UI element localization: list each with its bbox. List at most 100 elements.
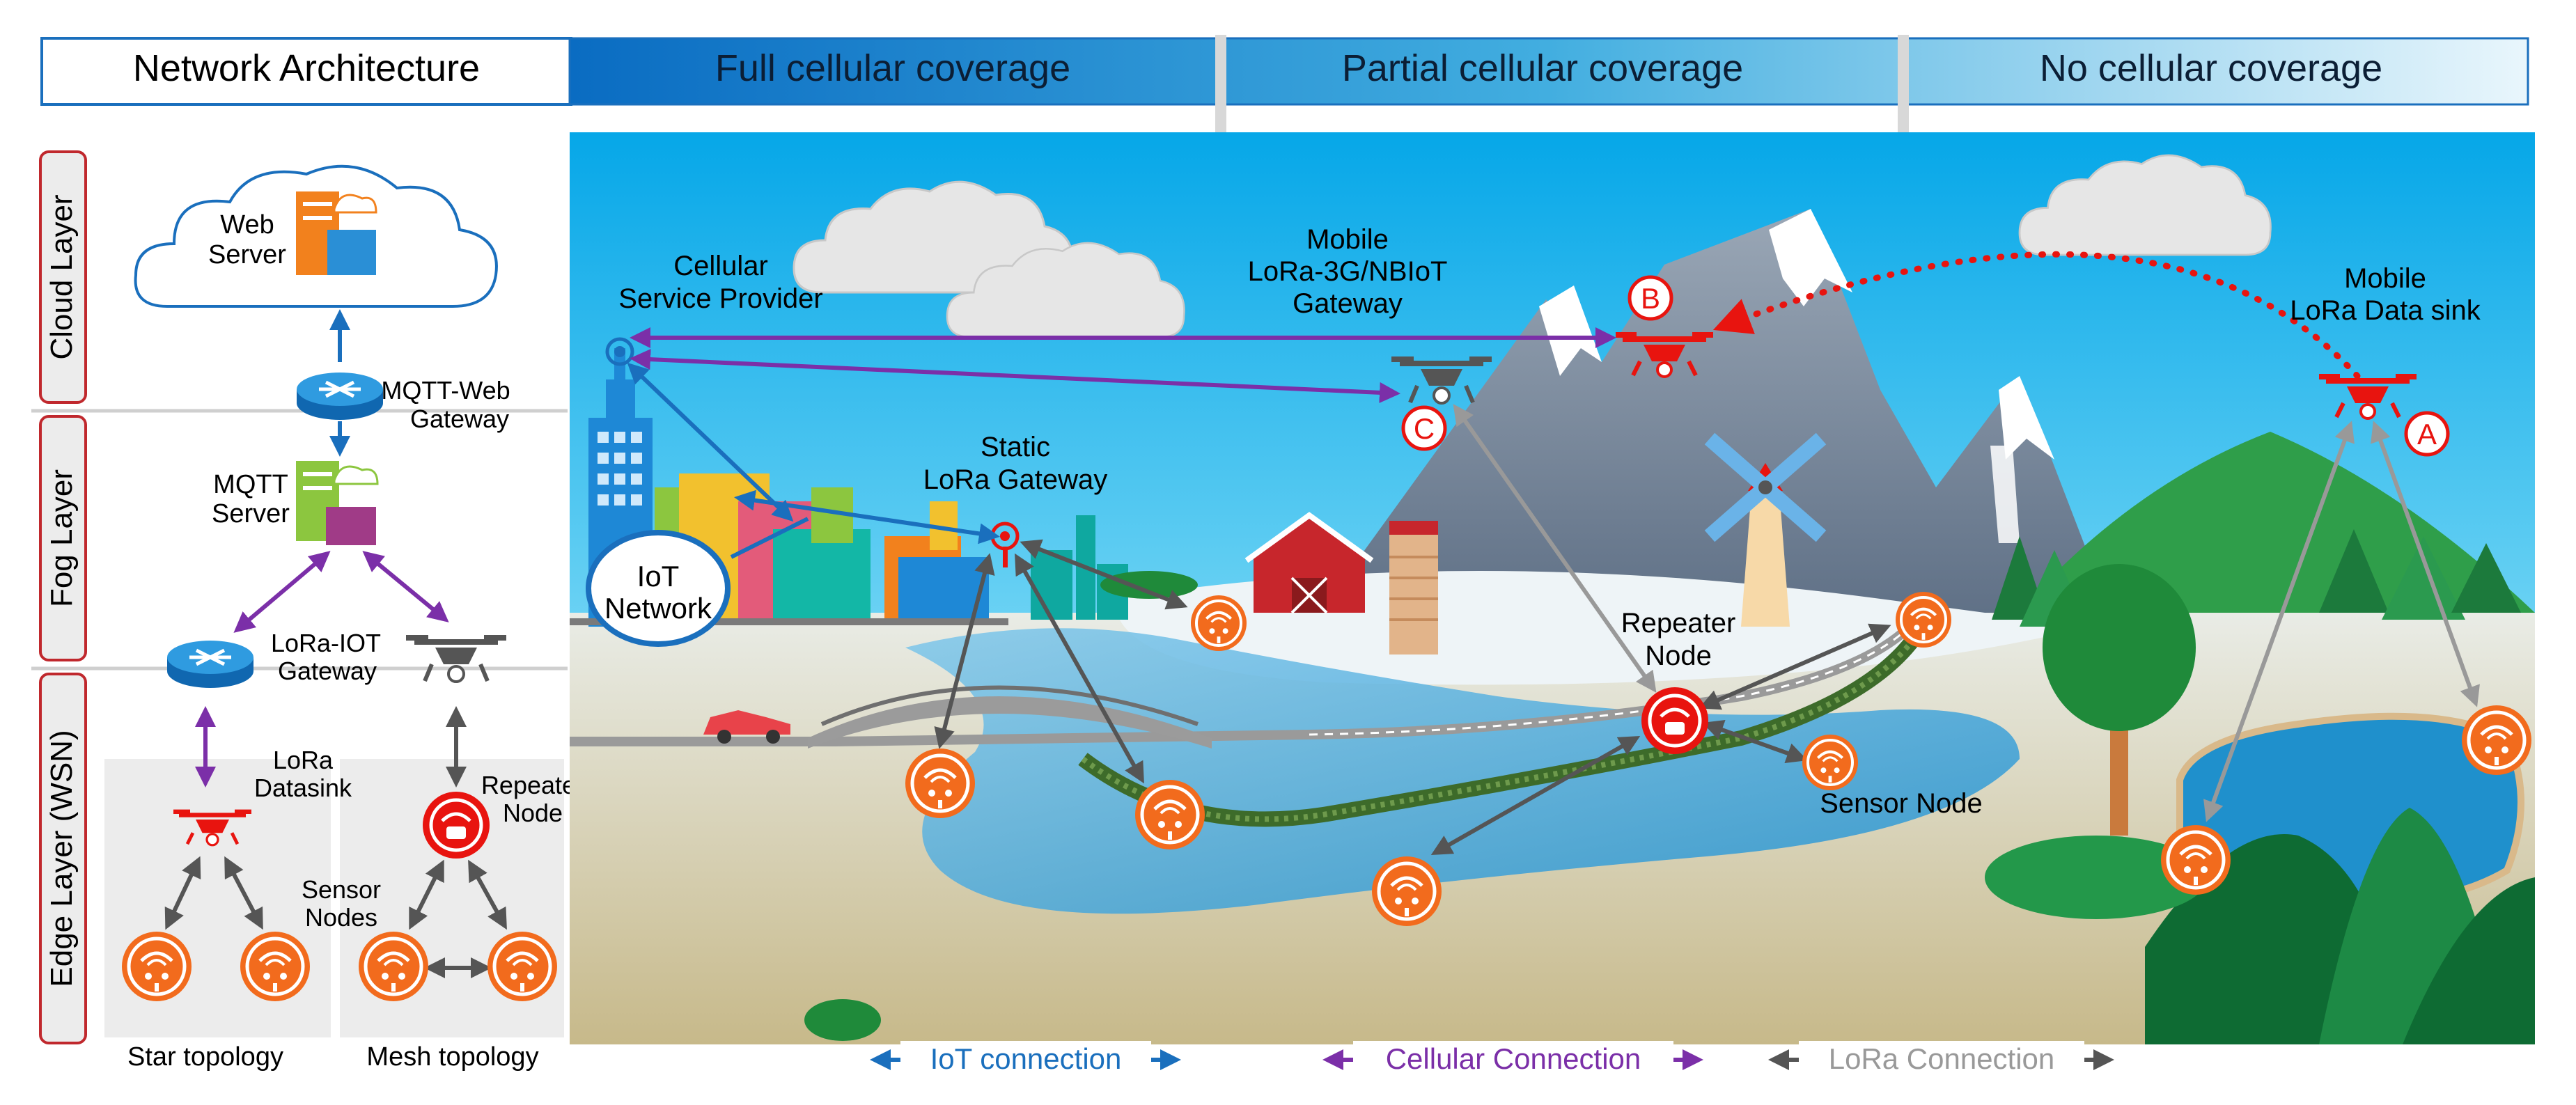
star-sensor-icon-1 <box>122 932 192 1001</box>
repeater-node-label-1: Repeater <box>1621 608 1736 638</box>
web-server-label-2: Server <box>208 240 286 269</box>
legend-cellular-bg <box>1353 1041 1673 1076</box>
windmill <box>1704 432 1827 627</box>
mesh-sensor-icon-2 <box>487 932 557 1001</box>
mesh-topology-label: Mesh topology <box>366 1042 538 1072</box>
lora-iot-gateway-label-2: Gateway <box>278 657 377 685</box>
trees <box>804 529 2535 1044</box>
repeater-node-label-2: Node <box>1645 641 1712 671</box>
scene: IoT Network B C A C <box>570 132 2535 1044</box>
iot-network-label-1: IoT <box>637 560 680 593</box>
mesh-gateway-drone-icon <box>406 635 506 682</box>
iot-link-static-gateway <box>734 489 1000 544</box>
mqtt-web-gateway-icon <box>297 373 383 420</box>
mesh-repeater-label-2: Node <box>503 799 563 827</box>
mqtt-to-drone-arrow <box>362 551 449 622</box>
page-title: Network Architecture <box>133 47 480 89</box>
legend-lora-bg <box>1799 1041 2084 1076</box>
star-sensor-icon-2 <box>240 932 310 1001</box>
lora-iot-gateway-label-1: LoRa-IOT <box>271 629 381 657</box>
left-panel: Cloud Layer Fog Layer Edge Layer (WSN) W… <box>31 150 584 1072</box>
mobile-sink-trajectory <box>1712 251 2361 379</box>
scene-sensor-7 <box>2161 825 2231 895</box>
coverage-divider-2 <box>1898 35 1909 157</box>
lora-link-4 <box>1430 736 1641 855</box>
web-server-icon <box>296 191 377 275</box>
mesh-sensor-icon-1 <box>359 932 428 1001</box>
lora-link-a-2 <box>2371 421 2480 707</box>
marker-c <box>1401 405 1447 451</box>
coverage-none: No cellular coverage <box>2040 47 2382 89</box>
lora-link-6 <box>1702 719 1808 764</box>
mobile-gateway-label-1: Mobile <box>1306 224 1389 255</box>
mountain-snow-3 <box>1999 376 2054 460</box>
coverage-banner <box>568 37 2529 106</box>
mobile-sink-label-1: Mobile <box>2344 263 2426 294</box>
lora-datasink-label-1: LoRa <box>273 746 334 774</box>
mesh-repeater-icon <box>423 792 490 859</box>
legend-iot-label: IoT connection <box>930 1042 1122 1075</box>
mqtt-server-label-1: MQTT <box>213 470 288 499</box>
fog-layer-label: Fog Layer <box>45 469 79 607</box>
scene-sensor-8 <box>2462 705 2531 775</box>
scene-sensor-3 <box>1372 856 1442 926</box>
lora-iot-gateway-icon <box>167 641 253 688</box>
lora-datasink-label-2: Datasink <box>254 774 352 802</box>
star-topology-label: Star topology <box>127 1042 283 1072</box>
mobile-gateway-label-2: LoRa-3G/NBIoT <box>1248 256 1448 287</box>
fog-layer-tag <box>39 415 87 661</box>
star-link-left <box>164 856 201 930</box>
edge-layer-tag <box>39 673 87 1044</box>
lora-link-3 <box>1020 539 1188 610</box>
lora-link-c-repeater <box>1453 404 1657 693</box>
cellular-provider-label-1: Cellular <box>673 251 768 281</box>
web-server-label-1: Web <box>220 210 274 240</box>
car <box>703 710 790 744</box>
edge-layer-label: Edge Layer (WSN) <box>45 730 79 987</box>
mountain-snow-1 <box>1769 209 1852 306</box>
iot-network-label-2: Network <box>604 592 712 625</box>
marker-a-label: A <box>2417 418 2437 450</box>
lora-link-5 <box>1699 623 1891 710</box>
cloud-layer-label: Cloud Layer <box>45 194 79 359</box>
mqtt-web-gateway-label-2: Gateway <box>410 405 509 433</box>
mesh-link-right <box>468 859 507 930</box>
sensor-nodes-label-1: Sensor <box>302 875 381 904</box>
mqtt-web-gateway-label-1: MQTT-Web <box>381 376 510 405</box>
mesh-link-left <box>409 859 444 930</box>
coverage-full: Full cellular coverage <box>715 47 1070 89</box>
mesh-repeater-label-1: Repeater <box>481 771 584 799</box>
sensor-nodes-label-2: Nodes <box>305 903 377 932</box>
marker-c-label: C <box>1414 412 1435 445</box>
coverage-partial: Partial cellular coverage <box>1342 47 1743 89</box>
cloud-layer-tag <box>39 150 87 404</box>
lora-link-a-1 <box>2203 421 2355 822</box>
barn <box>1244 512 1438 655</box>
marker-b <box>1627 275 1673 321</box>
legend-iot-bg <box>900 1041 1151 1076</box>
iot-link-network <box>730 517 809 559</box>
scene-sensor-4 <box>1191 595 1247 651</box>
mqtt-server-icon <box>296 461 379 545</box>
scene-sensor-5 <box>1896 592 1951 648</box>
mobile-gateway-label-3: Gateway <box>1293 288 1403 319</box>
scene-repeater-icon <box>1641 687 1708 754</box>
mobile-sink-label-2: LoRa Data sink <box>2290 295 2481 326</box>
iot-network-bubble <box>586 530 731 647</box>
legend-lora-label: LoRa Connection <box>1829 1042 2055 1075</box>
title-box <box>40 37 572 106</box>
mqtt-server-label-2: Server <box>212 499 290 528</box>
star-link-right <box>224 856 263 930</box>
marker-a <box>2404 411 2450 457</box>
mqtt-to-lora-iot-arrow <box>233 551 331 633</box>
sensor-node-label: Sensor Node <box>1820 788 1982 819</box>
lora-link-1 <box>934 553 995 749</box>
legend-cellular-label: Cellular Connection <box>1386 1042 1641 1075</box>
coverage-divider-1 <box>1215 35 1226 146</box>
cellular-provider-label-2: Service Provider <box>618 283 822 314</box>
scene-sensor-6 <box>1802 735 1858 790</box>
static-gateway-label-2: LoRa Gateway <box>923 464 1108 495</box>
static-gateway-label-1: Static <box>981 432 1050 462</box>
waterfall <box>1990 446 2020 543</box>
